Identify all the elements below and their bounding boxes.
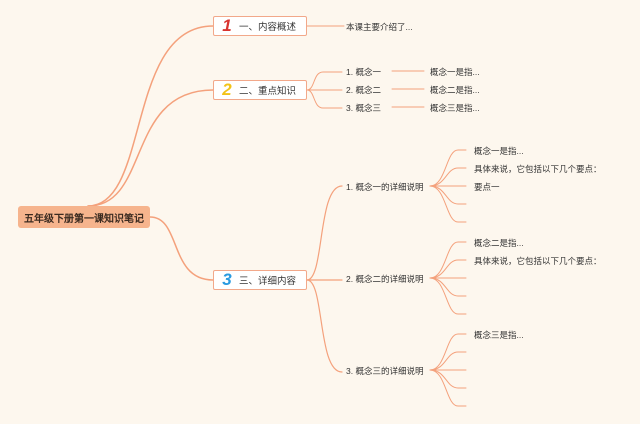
overview-text[interactable]: 本课主要介绍了... bbox=[346, 22, 413, 32]
root-node[interactable]: 五年级下册第一课知识笔记 bbox=[18, 206, 150, 228]
detail-branch-line bbox=[429, 277, 467, 297]
topic-2-branch bbox=[306, 71, 343, 91]
detail-title[interactable]: 1. 概念一的详细说明 bbox=[346, 182, 424, 192]
root-to-topic-1-line bbox=[87, 25, 214, 207]
key-point-name[interactable]: 1. 概念一 bbox=[346, 67, 381, 77]
topic-2-branch bbox=[306, 89, 343, 109]
topic-key-points[interactable]: 2 二、重点知识 bbox=[213, 80, 307, 100]
number-2-icon: 2 bbox=[222, 80, 232, 99]
detail-branch-line bbox=[429, 369, 467, 389]
key-point-desc[interactable]: 概念二是指... bbox=[430, 85, 480, 95]
topic-details[interactable]: 3 三、详细内容 bbox=[213, 270, 307, 290]
root-label: 五年级下册第一课知识笔记 bbox=[24, 213, 144, 225]
key-point-name[interactable]: 3. 概念三 bbox=[346, 103, 381, 113]
detail-branch-line bbox=[429, 241, 467, 279]
root-to-topic-3-line bbox=[149, 216, 214, 281]
detail-branch-line bbox=[429, 259, 467, 279]
detail-leaf[interactable]: 概念一是指... bbox=[474, 146, 524, 156]
topic-label: 一、内容概述 bbox=[239, 22, 297, 33]
detail-branch-line bbox=[429, 167, 467, 187]
key-point-name[interactable]: 2. 概念二 bbox=[346, 85, 381, 95]
topic-overview[interactable]: 1 一、内容概述 bbox=[213, 16, 307, 36]
detail-leaf[interactable]: 概念三是指... bbox=[474, 330, 524, 340]
topic-3-branch bbox=[306, 279, 343, 373]
topic-label: 二、重点知识 bbox=[239, 86, 297, 97]
detail-leaf[interactable]: 具体来说，它包括以下几个要点： bbox=[474, 256, 602, 266]
detail-branch-line bbox=[429, 185, 467, 205]
detail-branch-line bbox=[429, 351, 467, 371]
number-1-icon: 1 bbox=[222, 16, 232, 35]
detail-title[interactable]: 2. 概念二的详细说明 bbox=[346, 274, 424, 284]
detail-leaf[interactable]: 要点一 bbox=[474, 182, 500, 192]
detail-branch-line bbox=[429, 185, 467, 223]
topic-3-branch bbox=[306, 185, 343, 281]
detail-title[interactable]: 3. 概念三的详细说明 bbox=[346, 366, 424, 376]
detail-branch-line bbox=[429, 277, 467, 315]
detail-branch-line bbox=[429, 369, 467, 407]
detail-branch-line bbox=[429, 149, 467, 187]
root-to-topic-2-line bbox=[87, 89, 214, 207]
key-point-desc[interactable]: 概念三是指... bbox=[430, 103, 480, 113]
detail-leaf[interactable]: 概念二是指... bbox=[474, 238, 524, 248]
detail-leaf[interactable]: 具体来说，它包括以下几个要点： bbox=[474, 164, 602, 174]
detail-branch-line bbox=[429, 333, 467, 371]
topic-label: 三、详细内容 bbox=[239, 276, 297, 287]
key-point-desc[interactable]: 概念一是指... bbox=[430, 67, 480, 77]
number-3-icon: 3 bbox=[222, 270, 232, 289]
